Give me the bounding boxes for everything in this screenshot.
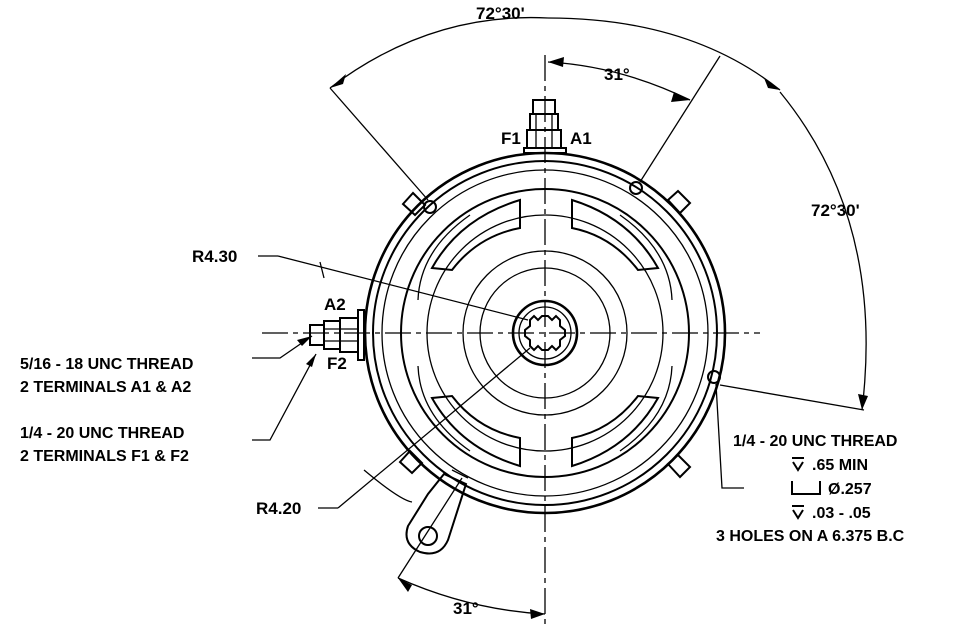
center-lines <box>262 55 760 627</box>
angle-top-label: 72°30' <box>476 4 525 23</box>
shaft-spline <box>511 299 579 367</box>
holes-line2: .65 MIN <box>812 457 868 474</box>
terminal-a2-label: A2 <box>324 295 346 314</box>
radius-upper-label: R4.30 <box>192 247 237 266</box>
radius-leaders <box>258 255 531 509</box>
rim-bolts <box>398 189 692 479</box>
note-516-line2: 2 TERMINALS A1 & A2 <box>20 379 191 396</box>
angle-right-label: 72°30' <box>811 201 860 220</box>
depth-symbol-2-icon <box>792 505 804 520</box>
angle-dimensions <box>329 16 868 619</box>
holes-line3: Ø.257 <box>828 481 872 498</box>
angle-top-small-label: 31° <box>604 65 630 84</box>
note-leaders <box>252 335 744 489</box>
angle-bottom-label: 31° <box>453 599 479 618</box>
terminal-stud-left <box>309 309 365 361</box>
terminal-stud-top <box>523 99 567 154</box>
terminal-a1-label: A1 <box>570 129 592 148</box>
holes-line5: 3 HOLES ON A 6.375 B.C <box>716 528 905 545</box>
terminal-f2-label: F2 <box>327 354 347 373</box>
holes-line1: 1/4 - 20 UNC THREAD <box>733 433 897 450</box>
pole-shoes <box>417 198 673 468</box>
note-14-line2: 2 TERMINALS F1 & F2 <box>20 448 189 465</box>
ground-lug <box>405 469 469 555</box>
terminal-f1-label: F1 <box>501 129 521 148</box>
depth-symbol-icon <box>792 457 804 472</box>
holes-line4: .03 - .05 <box>812 505 871 522</box>
counterbore-symbol-icon <box>791 481 821 495</box>
radius-lower-label: R4.20 <box>256 499 301 518</box>
note-14-line1: 1/4 - 20 UNC THREAD <box>20 425 184 442</box>
note-516-line1: 5/16 - 18 UNC THREAD <box>20 356 193 373</box>
